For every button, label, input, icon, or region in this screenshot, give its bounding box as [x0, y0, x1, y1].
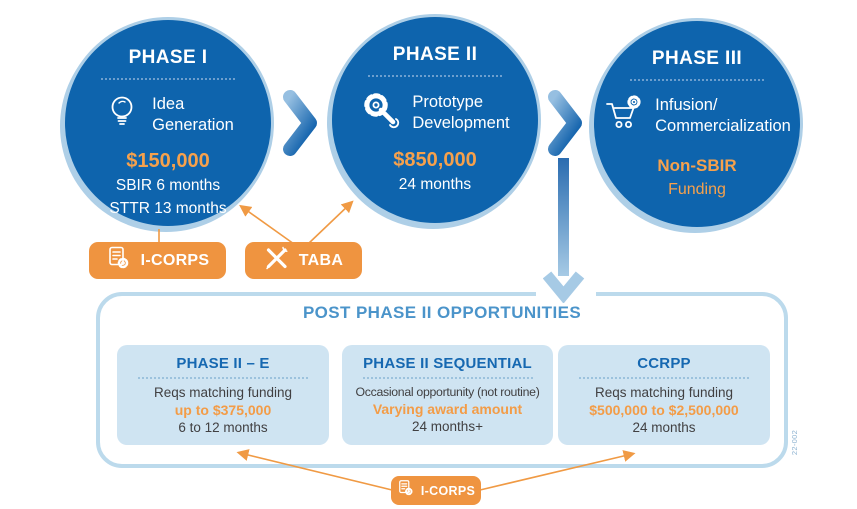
phase-1-label: Idea Generation [152, 95, 234, 134]
document-gear-icon [106, 245, 132, 276]
cart-gear-icon [603, 93, 645, 138]
divider [630, 79, 764, 81]
phase-2e-card: PHASE II – E Reqs matching funding up to… [117, 345, 329, 445]
gear-wrench-icon [360, 89, 402, 136]
phase-2-sequential-amount: Varying award amount [372, 401, 523, 417]
phase-2e-line1: Reqs matching funding [153, 385, 293, 400]
phase-2-circle: PHASE II Prototype Development $850,000 … [329, 14, 541, 226]
phase-2-sequential-title: PHASE II SEQUENTIAL [363, 355, 532, 372]
phase-3-title: PHASE III [651, 48, 743, 69]
down-arrow-icon [543, 158, 585, 303]
phase-2-sequential-duration: 24 months+ [412, 419, 483, 434]
phase-1-title: PHASE I [128, 47, 208, 68]
phase-2e-amount: up to $375,000 [174, 402, 272, 418]
taba-badge: TABA [245, 242, 362, 279]
icorps-badge-top: I-CORPS [89, 242, 226, 279]
divider [579, 377, 749, 379]
ccrpp-card: CCRPP Reqs matching funding $500,000 to … [558, 345, 770, 445]
divider [101, 78, 235, 80]
phase-2-detail-1: 24 months [398, 176, 472, 193]
phase-1-circle: PHASE I Idea Generation $150,000 SBIR 6 … [62, 17, 274, 229]
icorps-badge-top-label: I-CORPS [140, 251, 210, 269]
lightbulb-icon [102, 92, 142, 137]
phase-1-funding: $150,000 [126, 150, 210, 172]
phase-2-title: PHASE II [392, 44, 478, 65]
chevron-right-icon [548, 90, 582, 156]
phase-2-sequential-line1: Occasional opportunity (not routine) [355, 385, 540, 399]
phase-1-detail-1: SBIR 6 months [115, 177, 221, 194]
phase-2-sequential-card: PHASE II SEQUENTIAL Occasional opportuni… [342, 345, 553, 445]
document-gear-icon [397, 479, 415, 502]
icorps-badge-bottom: I-CORPS [391, 476, 481, 505]
pencil-wrench-icon [264, 245, 290, 276]
divider [368, 75, 502, 77]
phase-3-detail-1: Funding [668, 181, 726, 198]
taba-badge-label: TABA [298, 251, 344, 269]
phase-1-detail-2: STTR 13 months [109, 200, 227, 218]
phase-3-funding: Non-SBIR [657, 156, 737, 175]
phase-3-label: Infusion/ Commercialization [655, 96, 791, 135]
phase-2e-title: PHASE II – E [176, 355, 270, 372]
ccrpp-title: CCRPP [637, 355, 691, 372]
ccrpp-duration: 24 months [632, 420, 696, 435]
phase-2e-duration: 6 to 12 months [178, 420, 268, 435]
post-phase-2-title: POST PHASE II OPPORTUNITIES [302, 303, 582, 322]
phase-2-label: Prototype Development [412, 93, 510, 132]
divider [138, 377, 308, 379]
figure-number: 22-002 [790, 429, 800, 455]
ccrpp-amount: $500,000 to $2,500,000 [589, 402, 739, 418]
divider [362, 377, 533, 379]
phase-3-circle: PHASE III Infusion/ Commercialization No… [591, 18, 803, 230]
icorps-badge-bottom-label: I-CORPS [420, 483, 476, 498]
chevron-right-icon [283, 90, 317, 156]
phase-2-funding: $850,000 [393, 149, 477, 171]
ccrpp-line1: Reqs matching funding [594, 385, 734, 400]
